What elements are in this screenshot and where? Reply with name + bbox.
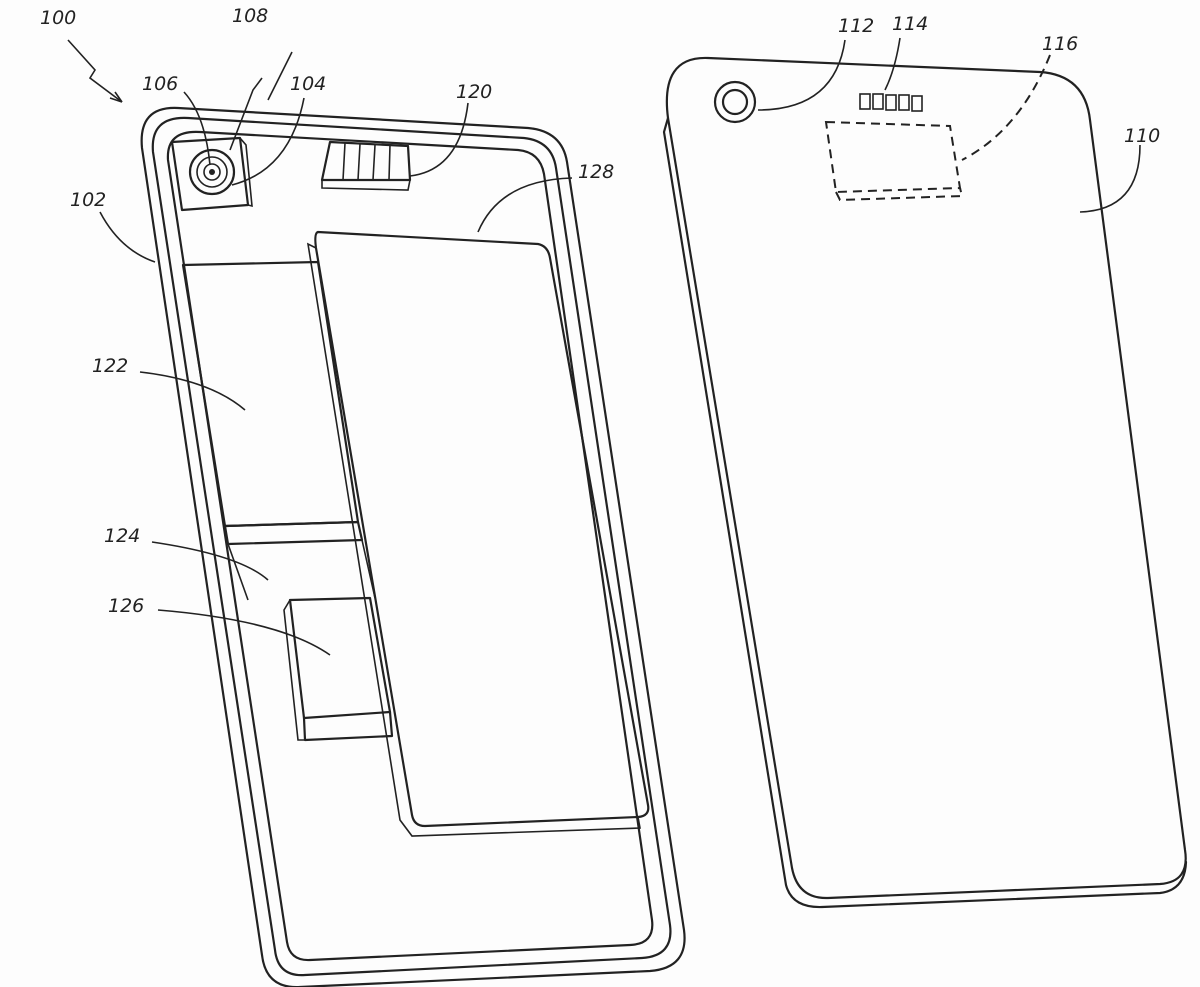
label-108: 108 bbox=[232, 5, 268, 27]
housing-102 bbox=[140, 106, 686, 987]
label-102: 102 bbox=[70, 189, 106, 211]
label-120: 120 bbox=[456, 81, 492, 103]
label-106: 106 bbox=[142, 73, 178, 95]
label-116: 116 bbox=[1042, 33, 1078, 55]
label-100: 100 bbox=[40, 7, 76, 29]
label-124: 124 bbox=[104, 525, 140, 547]
label-126: 126 bbox=[108, 595, 144, 617]
label-128: 128 bbox=[578, 161, 614, 183]
label-104: 104 bbox=[290, 73, 326, 95]
leader-lines bbox=[67, 37, 1141, 656]
back-cover-110 bbox=[662, 56, 1188, 909]
label-114: 114 bbox=[892, 13, 928, 35]
cover-aperture-112 bbox=[713, 80, 757, 124]
component-124 bbox=[223, 520, 376, 601]
camera-106 bbox=[170, 136, 253, 212]
battery-128 bbox=[306, 230, 650, 837]
cover-component-116 bbox=[824, 120, 964, 202]
label-110: 110 bbox=[1124, 125, 1160, 147]
cover-contacts-114 bbox=[859, 93, 923, 112]
component-126 bbox=[283, 596, 394, 742]
label-112: 112 bbox=[838, 15, 874, 37]
connector-120 bbox=[320, 140, 412, 191]
label-122: 122 bbox=[92, 355, 128, 377]
